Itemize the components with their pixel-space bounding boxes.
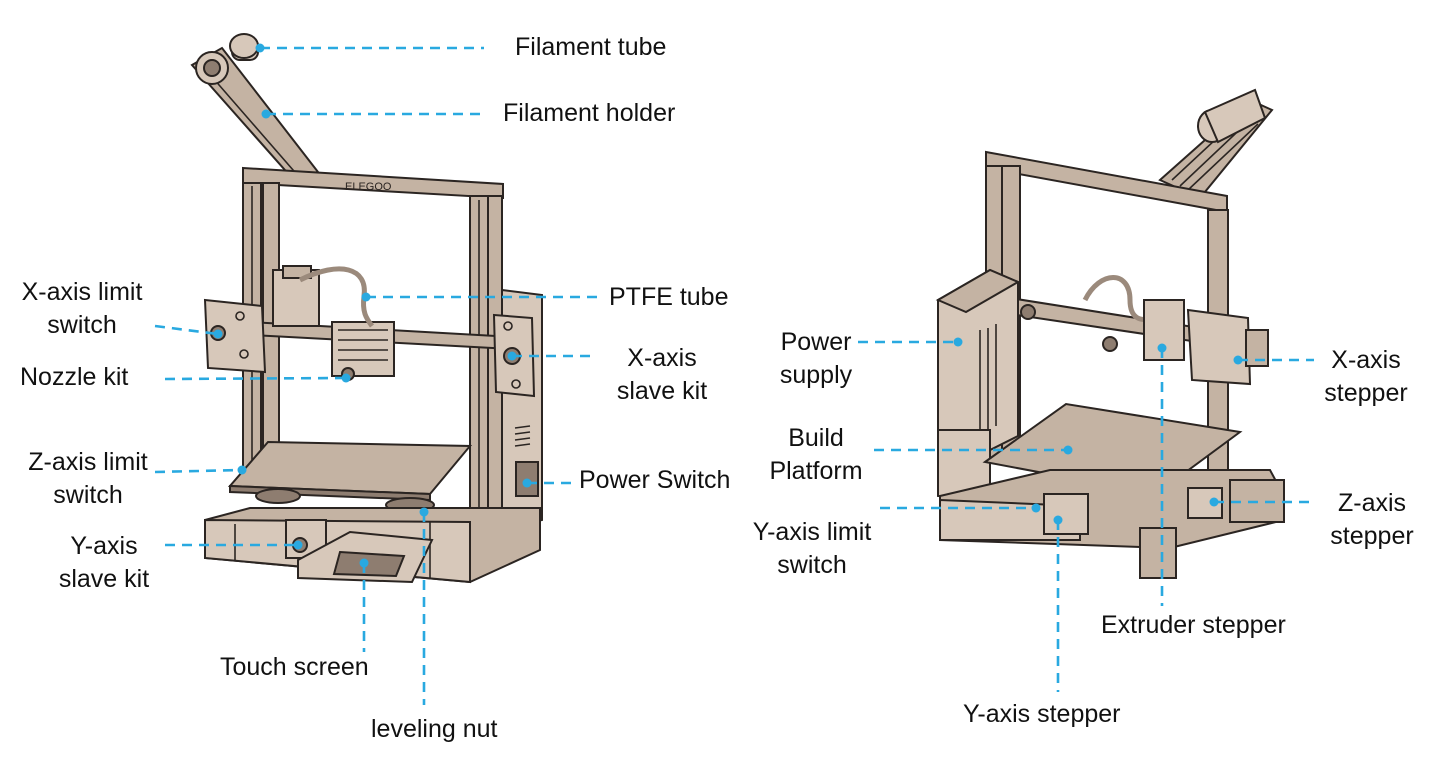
- label-filament-tube: Filament tube: [515, 33, 667, 61]
- leader-lines: [154, 43, 1314, 705]
- label-leveling-nut: leveling nut: [371, 715, 498, 743]
- rear-filament-holder: [1158, 88, 1274, 200]
- rear-y-stepper-part: [1043, 493, 1089, 535]
- label-extruder-stepper: Extruder stepper: [1101, 611, 1286, 639]
- label-y-axis-stepper: Y-axis stepper: [963, 700, 1121, 728]
- label-x-axis-limit-switch: X-axis limit switch: [21, 278, 143, 339]
- front-leveling-wheel-left: [255, 488, 301, 504]
- label-power-supply: Power supply: [779, 328, 853, 389]
- front-x-left-plate: [203, 298, 267, 374]
- front-filament-holder: [190, 33, 320, 180]
- front-ptfe-tube: [298, 266, 375, 328]
- front-top-bar: ELEGOO: [242, 166, 504, 200]
- label-power-switch: Power Switch: [579, 466, 731, 494]
- rear-base-foot: [1139, 527, 1177, 579]
- front-nozzle-carriage: [331, 321, 395, 377]
- label-ptfe-tube: PTFE tube: [609, 283, 729, 311]
- rear-extruder-carriage: [1143, 299, 1185, 361]
- label-x-axis-stepper: X-axis stepper: [1324, 346, 1408, 407]
- label-filament-holder: Filament holder: [503, 99, 676, 127]
- front-view-printer: ELEGOO: [190, 33, 543, 584]
- front-x-motor: [272, 269, 320, 327]
- label-z-axis-limit-switch: Z-axis limit switch: [28, 448, 148, 509]
- brand-mark: ELEGOO: [345, 181, 392, 193]
- label-z-axis-stepper: Z-axis stepper: [1330, 489, 1414, 550]
- rear-x-stepper-part: [1186, 308, 1252, 386]
- rear-view-printer: [935, 88, 1285, 579]
- label-y-axis-limit-switch: Y-axis limit switch: [752, 518, 872, 579]
- front-build-platform: [227, 440, 473, 496]
- rear-ptfe-tube: [1082, 275, 1153, 322]
- label-nozzle-kit: Nozzle kit: [20, 363, 129, 391]
- label-touch-screen: Touch screen: [220, 653, 369, 681]
- label-build-platform: Build Platform: [769, 424, 863, 485]
- label-x-axis-slave-kit: X-axis slave kit: [616, 344, 708, 405]
- label-y-axis-slave-kit: Y-axis slave kit: [58, 532, 150, 593]
